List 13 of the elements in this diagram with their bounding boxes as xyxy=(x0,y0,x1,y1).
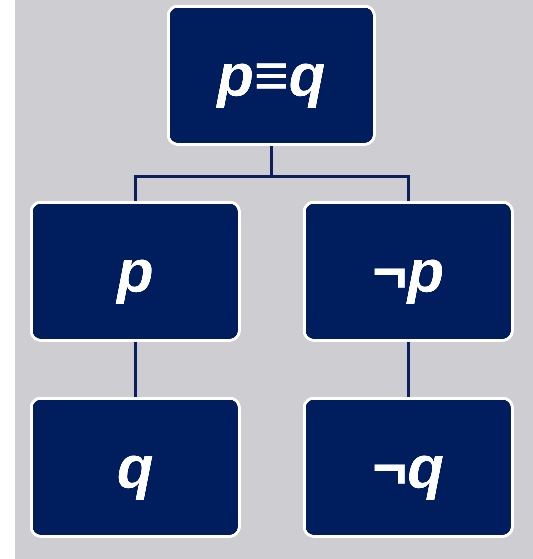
formula-text: q xyxy=(117,433,154,502)
connector-line xyxy=(407,342,410,397)
formula-text: ¬q xyxy=(372,433,444,502)
formula-text: p≡q xyxy=(217,41,326,110)
formula-text: p xyxy=(117,237,154,306)
connector-line xyxy=(134,342,137,397)
tree-node-box xyxy=(167,5,376,146)
connector-line xyxy=(270,146,410,201)
tree-node-box xyxy=(303,397,514,538)
formula-text: ¬p xyxy=(372,237,444,306)
tree-node-box xyxy=(30,397,241,538)
tree-node-box xyxy=(30,201,241,342)
tree-node-box xyxy=(303,201,514,342)
